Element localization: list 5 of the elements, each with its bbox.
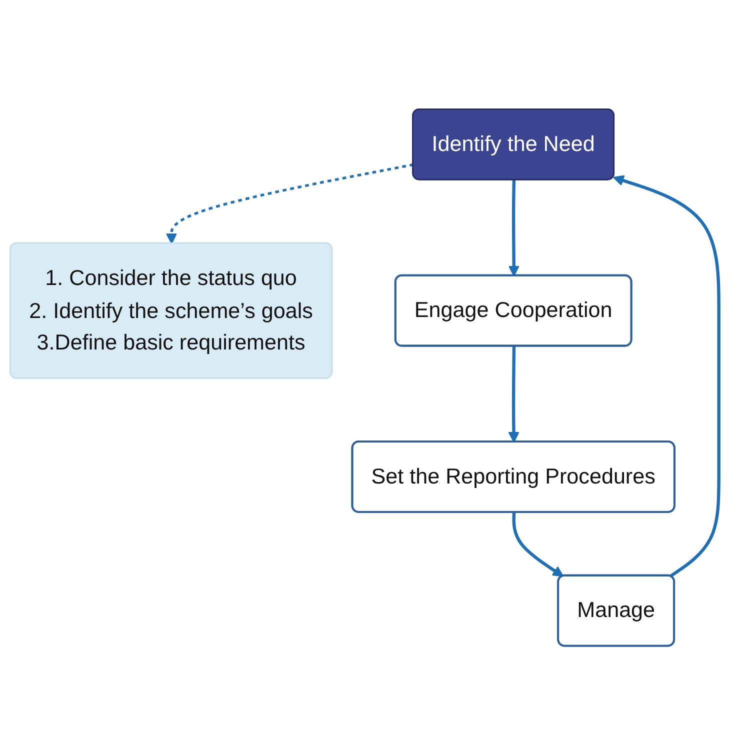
- arrow: [512, 512, 564, 577]
- arrow: [508, 180, 520, 276]
- arrow: [612, 175, 720, 578]
- arrow: [508, 346, 520, 443]
- arrow: [166, 163, 414, 244]
